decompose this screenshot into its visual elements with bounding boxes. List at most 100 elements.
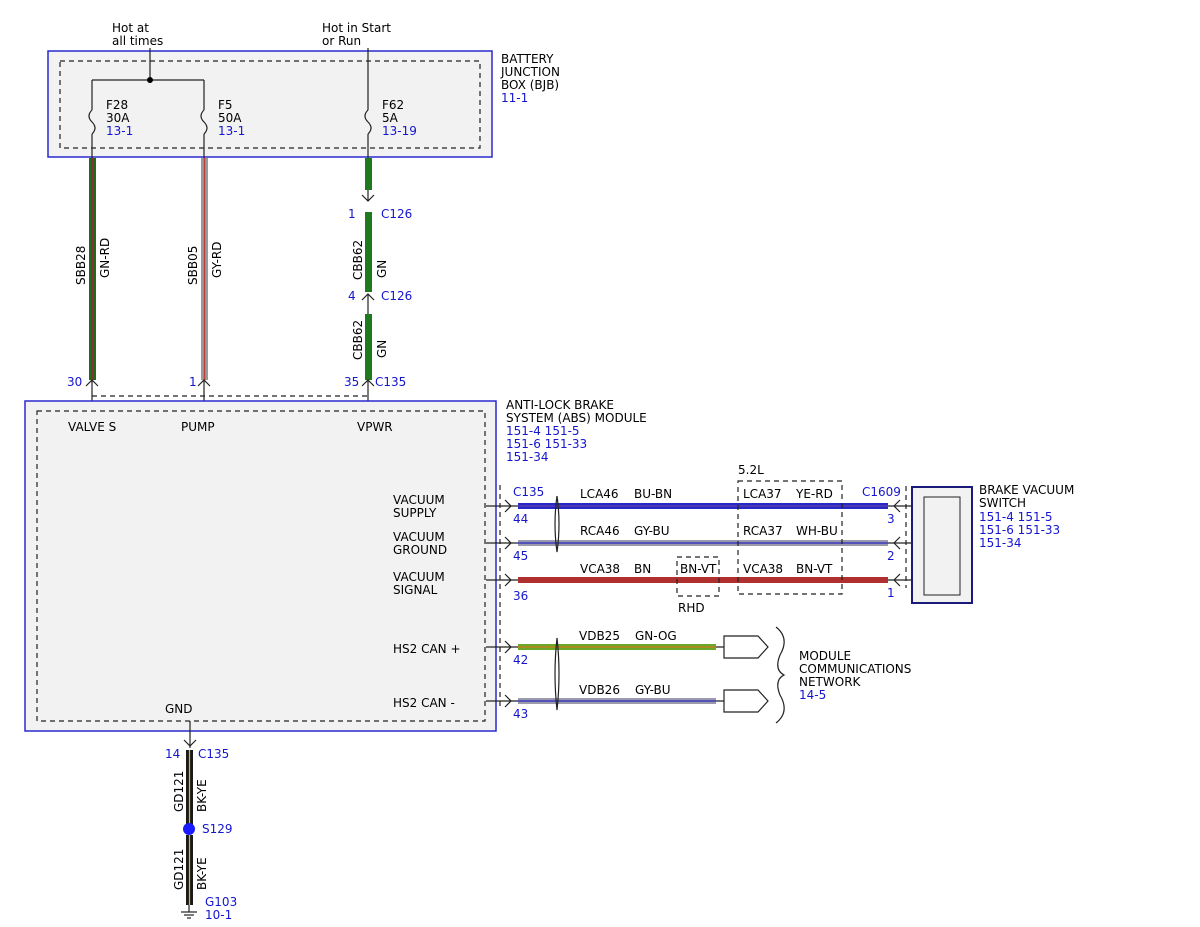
wire-gd121-lower-color: BK-YE: [195, 857, 209, 890]
pin-3: 3: [887, 512, 895, 526]
wire-vca38-circuit-1: VCA38: [580, 562, 620, 576]
vacuum-supply-label-1: VACUUM: [393, 493, 445, 507]
abs-ref-2[interactable]: 151-6 151-33: [506, 437, 587, 451]
wire-vca38[interactable]: [518, 577, 888, 583]
wire-gd121-upper[interactable]: [186, 750, 193, 828]
wire-sbb05-circuit: SBB05: [186, 246, 200, 285]
c126-lower-connector[interactable]: C126: [381, 289, 412, 303]
fuse-f28-ref[interactable]: 13-1: [106, 124, 133, 138]
wire-cbb62-lower[interactable]: [365, 314, 372, 380]
brake-vacuum-switch: [911, 486, 973, 604]
wire-cbb62-lower-color: GN: [375, 340, 389, 358]
pin-30: 30: [67, 375, 82, 389]
splice-s129-dot: [183, 823, 195, 835]
vacuum-switch-ref-3[interactable]: 151-34: [979, 536, 1022, 550]
wire-lca46-color: BU-BN: [634, 487, 672, 501]
c135-ground-connector[interactable]: C135: [198, 747, 229, 761]
pin-36: 36: [513, 589, 528, 603]
c126-lower-pin: 4: [348, 289, 356, 303]
c135-ground-connector-symbol: [183, 739, 197, 747]
pin-45: 45: [513, 549, 528, 563]
wire-sbb28-circuit: SBB28: [74, 246, 88, 285]
c135-top-connector[interactable]: C135: [375, 375, 406, 389]
wire-vca38-color-1: BN: [634, 562, 651, 576]
fuse-f5-symbol: [200, 109, 208, 135]
abs-pin-gnd: GND: [165, 702, 193, 716]
bus-junction-dot: [147, 77, 153, 83]
splice-s129[interactable]: S129: [202, 822, 233, 836]
vacuum-signal-label-2: SIGNAL: [393, 583, 438, 597]
pin-43: 43: [513, 707, 528, 721]
pin-2: 2: [887, 549, 895, 563]
bjb-ref-link[interactable]: 11-1: [501, 91, 528, 105]
wire-gd121-lower[interactable]: [186, 835, 193, 905]
c135-side-connector[interactable]: C135: [513, 485, 544, 499]
hot-always-label-2: all times: [112, 34, 163, 48]
wire-gd121-upper-color: BK-YE: [195, 779, 209, 812]
bjb-title-2: JUNCTION: [500, 65, 560, 79]
vacuum-ground-label-2: GROUND: [393, 543, 447, 557]
wire-gd121-lower-circuit: GD121: [172, 849, 186, 890]
wire-rca46-rca37[interactable]: [518, 540, 888, 546]
wire-vdb25-circuit: VDB25: [579, 629, 620, 643]
hot-always-label-1: Hot at: [112, 21, 149, 35]
ground-symbol-icon: [181, 905, 197, 919]
abs-ref-3[interactable]: 151-34: [506, 450, 549, 464]
network-title-3: NETWORK: [799, 675, 862, 689]
c126-upper-connector[interactable]: C126: [381, 207, 412, 221]
fuse-f5-ref[interactable]: 13-1: [218, 124, 245, 138]
pin-1-switch: 1: [887, 586, 895, 600]
wire-lca46-circuit: LCA46: [580, 487, 619, 501]
pin-44: 44: [513, 512, 528, 526]
c1609-connector[interactable]: C1609: [862, 485, 901, 499]
wire-rca37-color: WH-BU: [796, 524, 838, 538]
abs-pin-vpwr: VPWR: [357, 420, 393, 434]
fuse-f62-symbol: [364, 109, 372, 135]
network-brace: [775, 626, 786, 724]
abs-ref-1[interactable]: 151-4 151-5: [506, 424, 580, 438]
fuse-f62-id: F62: [382, 98, 404, 112]
bjb-title-3: BOX (BJB): [501, 78, 559, 92]
fuse-f62-ref[interactable]: 13-19: [382, 124, 417, 138]
bjb-title-1: BATTERY: [501, 52, 554, 66]
pin-42: 42: [513, 653, 528, 667]
wire-lca46-lca37[interactable]: [518, 503, 888, 509]
pin-14: 14: [165, 747, 180, 761]
wire-rca46-color: GY-BU: [634, 524, 670, 538]
wire-lca37-circuit: LCA37: [743, 487, 782, 501]
vacuum-signal-label-1: VACUUM: [393, 570, 445, 584]
abs-title-1: ANTI-LOCK BRAKE: [506, 398, 614, 412]
wire-cbb62-lower-circuit: CBB62: [351, 320, 365, 360]
vacuum-switch-ref-1[interactable]: 151-4 151-5: [979, 510, 1053, 524]
wire-vdb26[interactable]: [518, 698, 716, 704]
wire-lca37-color: YE-RD: [795, 487, 833, 501]
wire-vdb25[interactable]: [518, 644, 716, 650]
wire-cbb62-mid[interactable]: [365, 212, 372, 292]
abs-title-2: SYSTEM (ABS) MODULE: [506, 411, 647, 425]
ground-g103[interactable]: G103: [205, 895, 237, 909]
wire-vca38-color-2: BN-VT: [796, 562, 833, 576]
battery-junction-box: BATTERY JUNCTION BOX (BJB) 11-1: [47, 50, 560, 158]
vacuum-switch-title-2: SWITCH: [979, 496, 1026, 510]
hot-start-label-2: or Run: [322, 34, 361, 48]
wire-sbb05[interactable]: [201, 158, 208, 380]
fuse-f28-symbol: [88, 109, 96, 135]
pin-35: 35: [344, 375, 359, 389]
vacuum-switch-ref-2[interactable]: 151-6 151-33: [979, 523, 1060, 537]
wire-gd121-upper-circuit: GD121: [172, 771, 186, 812]
pin-1: 1: [189, 375, 197, 389]
network-title-2: COMMUNICATIONS: [799, 662, 911, 676]
wire-sbb28-color: GN-RD: [98, 238, 112, 278]
network-ref[interactable]: 14-5: [799, 688, 826, 702]
wire-cbb62-upper[interactable]: [365, 158, 372, 190]
engine-option-label: 5.2L: [738, 463, 764, 477]
wire-vdb26-color: GY-BU: [635, 683, 671, 697]
ground-ref[interactable]: 10-1: [205, 908, 232, 922]
fuse-f5-rating: 50A: [218, 111, 242, 125]
wire-vca38-circuit-2: VCA38: [743, 562, 783, 576]
wire-sbb28[interactable]: [89, 158, 96, 380]
vacuum-switch-title-1: BRAKE VACUUM: [979, 483, 1074, 497]
wire-cbb62-mid-color: GN: [375, 260, 389, 278]
abs-pin-pump: PUMP: [181, 420, 215, 434]
